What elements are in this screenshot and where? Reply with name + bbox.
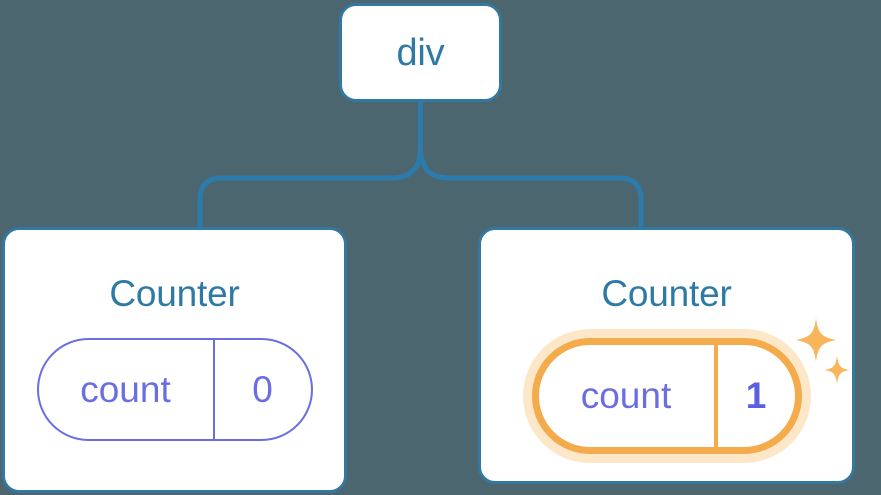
node-title: Counter — [601, 273, 732, 314]
node-counter-left[interactable]: Counter count 0 — [2, 227, 347, 493]
state-key: count — [39, 340, 215, 439]
node-root-label: div — [396, 31, 445, 74]
state-value: 1 — [745, 375, 767, 416]
state-pill-highlighted[interactable]: count 1 — [531, 338, 802, 454]
state-pill-wrapper: count 1 — [531, 318, 850, 454]
state-key: count — [539, 345, 718, 447]
state-value: 0 — [252, 368, 273, 410]
state-pill[interactable]: count 0 — [36, 338, 313, 441]
node-counter-right[interactable]: Counter count 1 — [478, 227, 855, 484]
sparkle-large-icon — [795, 318, 836, 362]
node-root-div[interactable]: div — [339, 3, 502, 102]
node-title: Counter — [109, 273, 240, 314]
state-pill-wrapper: count 0 — [36, 338, 313, 441]
sparkle-small-icon — [823, 356, 850, 384]
